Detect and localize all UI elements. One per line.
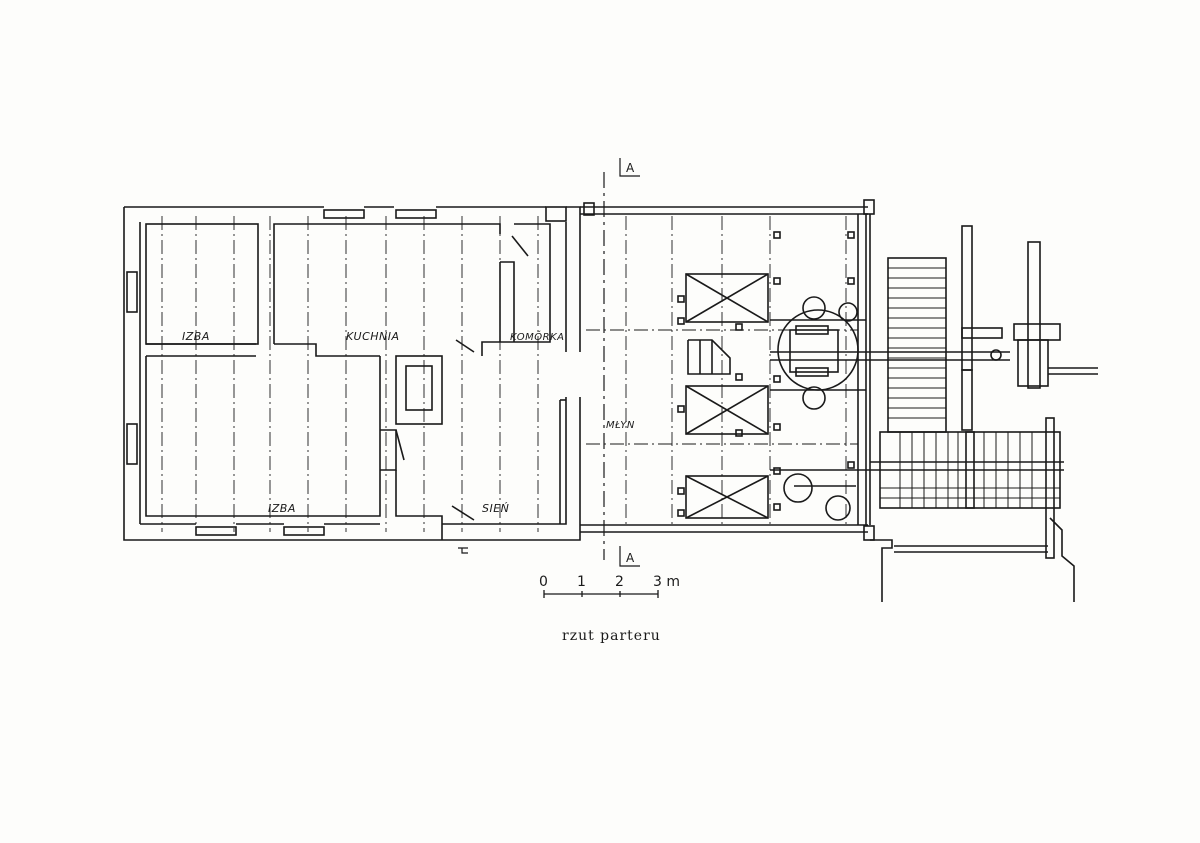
room-label-kuchnia: KUCHNIA [346, 330, 400, 343]
water-wheel [870, 225, 1098, 602]
room-label-izba-top: IZBA [182, 330, 210, 343]
outer-walls [123, 206, 581, 541]
drawing-caption: rzut parteru [562, 628, 661, 644]
scale-tick-0: 0 [539, 574, 548, 590]
room-label-komorka: KOMÓRKA [510, 330, 565, 343]
room-label-mlyn: MŁYN [606, 420, 635, 431]
section-line [603, 158, 640, 567]
scale-tick-1: 1 [577, 574, 586, 590]
section-marker-bottom: A [626, 551, 635, 565]
room-label-izba-bottom: IZBA [268, 502, 296, 515]
stair-hatching [880, 267, 1060, 508]
room-label-sien: SIEŃ [482, 502, 509, 515]
scale-tick-2: 2 [615, 574, 624, 590]
section-marker-top: A [626, 161, 635, 175]
interior-walls [145, 223, 566, 540]
entrance-mark [458, 547, 468, 554]
scale-tick-3: 3 m [653, 574, 680, 590]
mill-frame [580, 199, 1010, 541]
beam-lines [161, 216, 858, 532]
scale-bar: 0 1 2 3 m [539, 574, 680, 598]
